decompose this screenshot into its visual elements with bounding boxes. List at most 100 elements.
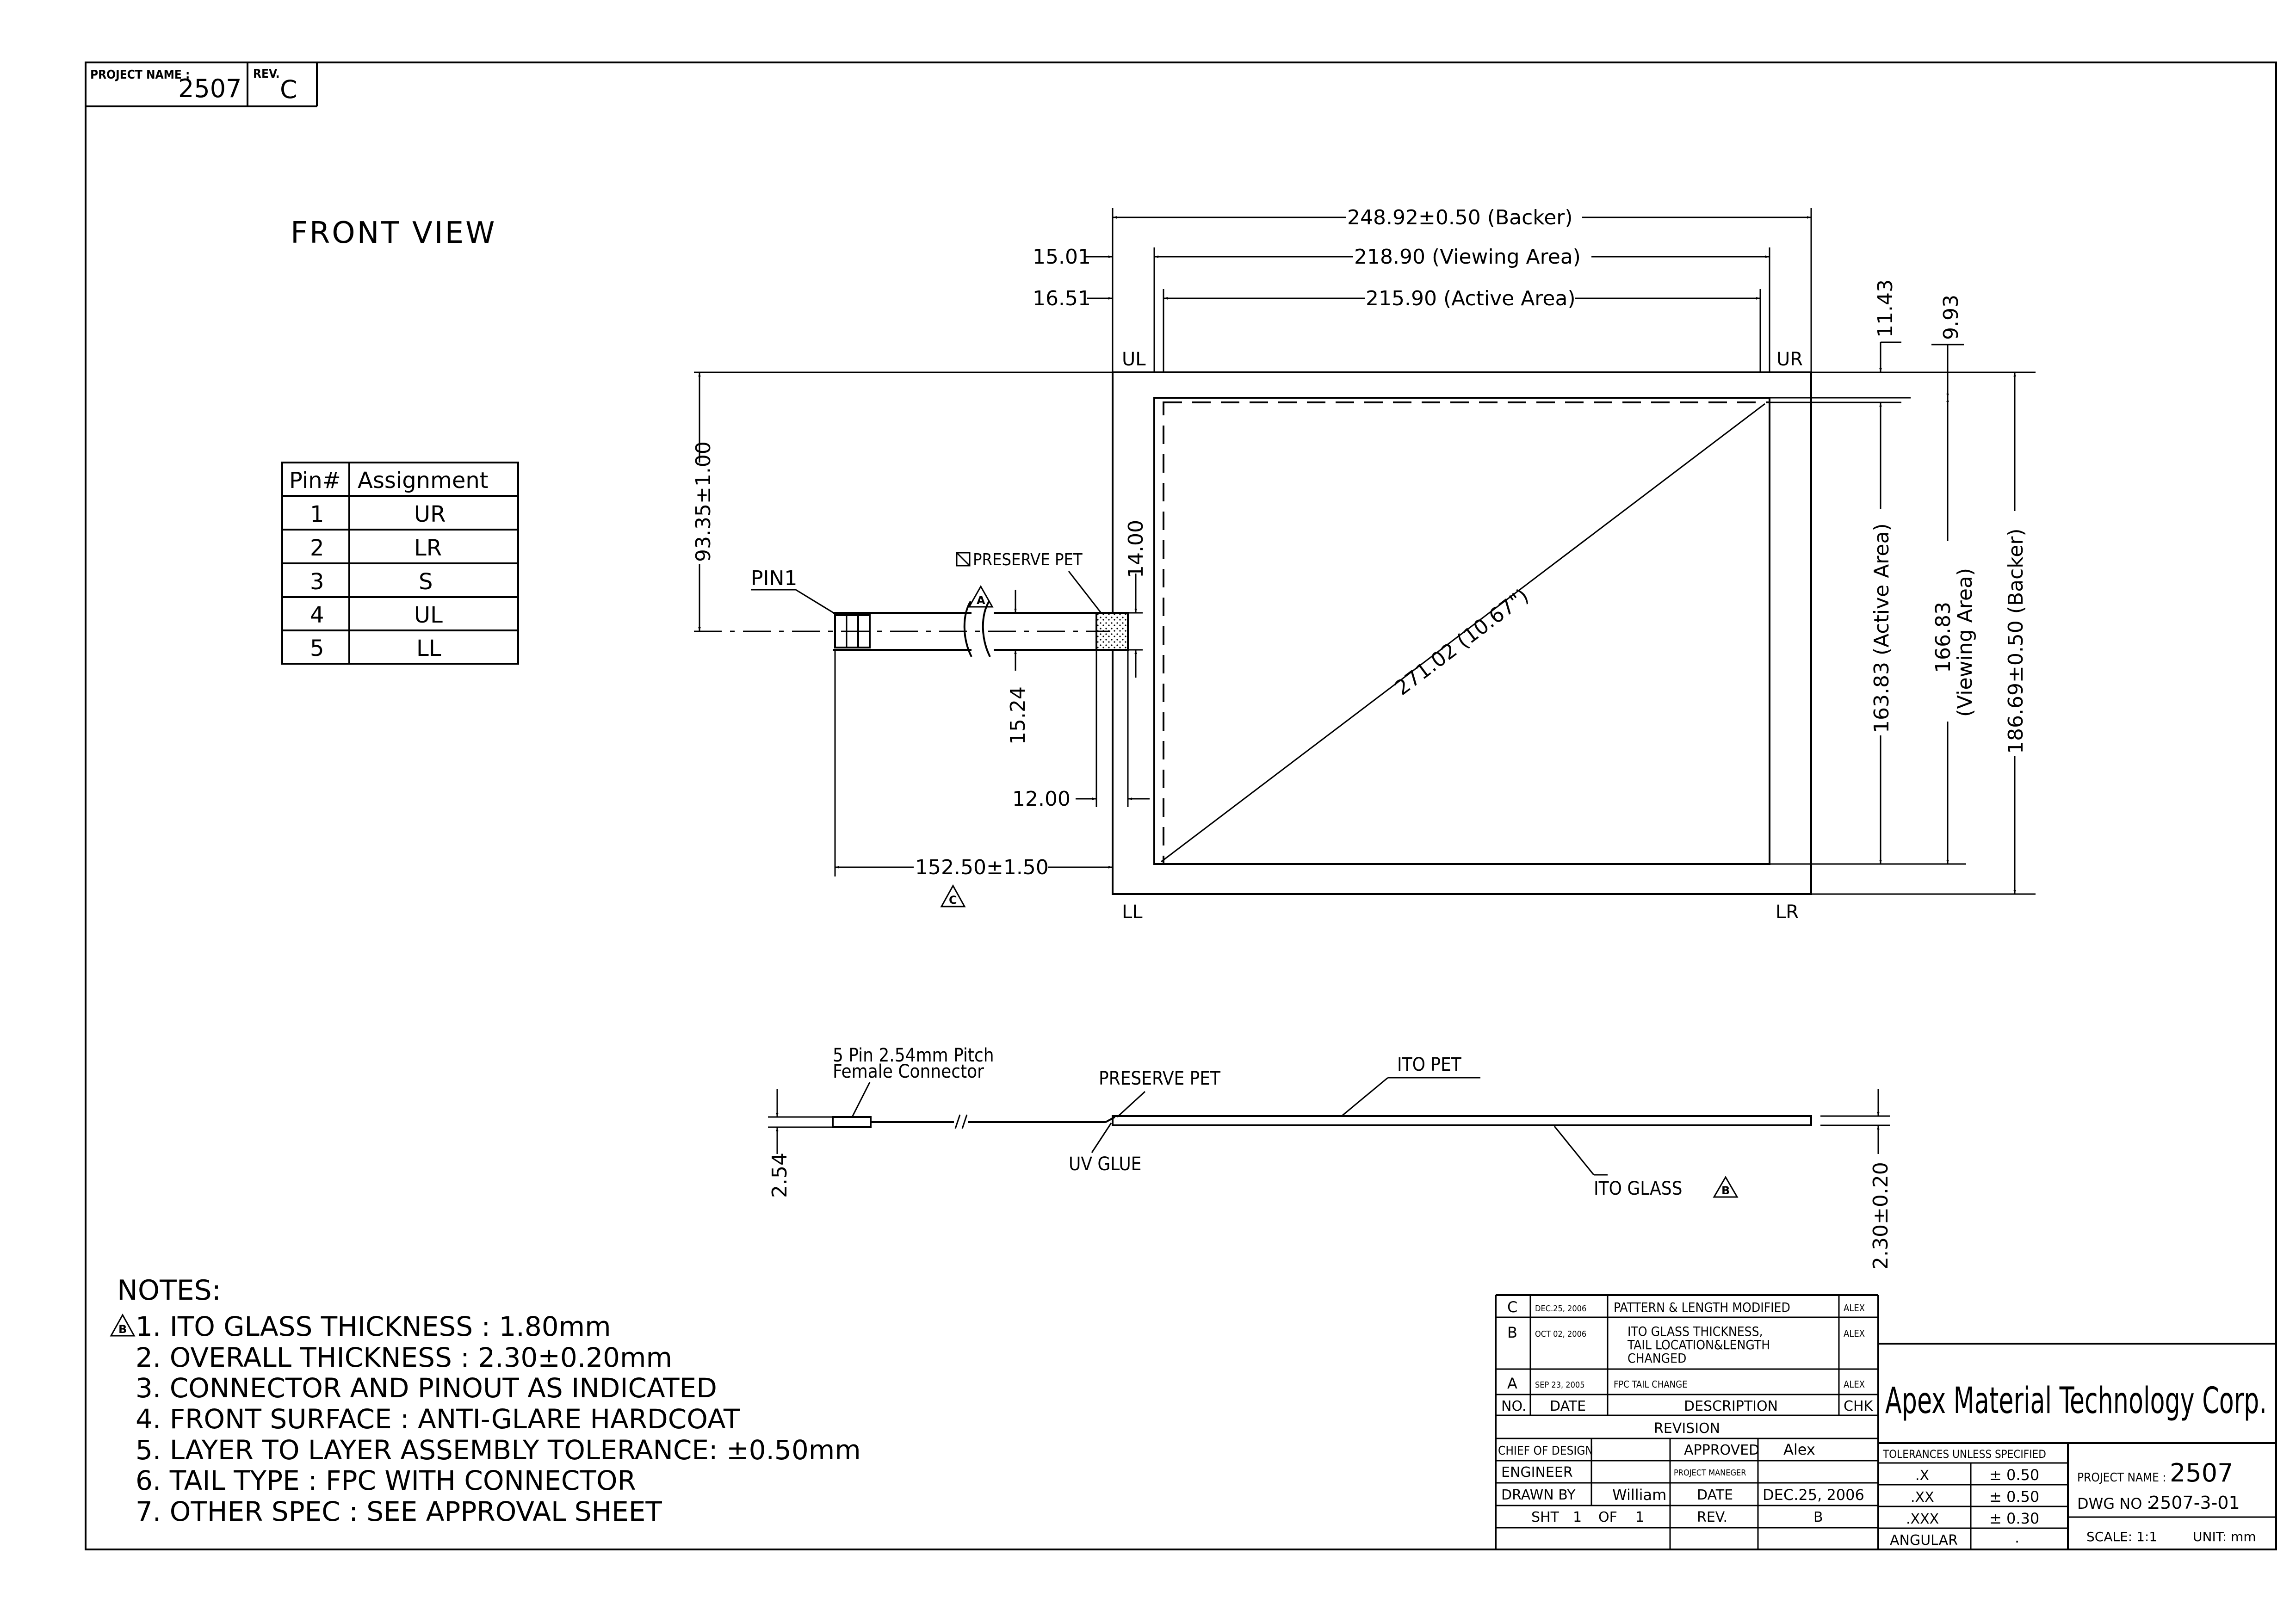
notes: NOTES: B 1. ITO GLASS THICKNESS : 1.80mm… — [110, 1274, 861, 1527]
note-item: 3. CONNECTOR AND PINOUT AS INDICATED — [136, 1372, 717, 1404]
note-item: 4. FRONT SURFACE : ANTI-GLARE HARDCOAT — [136, 1403, 740, 1435]
revision-chk: ALEX — [1844, 1302, 1865, 1314]
svg-text:B: B — [1721, 1184, 1730, 1197]
signoff-drawn-by: William — [1612, 1486, 1666, 1504]
pin-table-header-assignment: Assignment — [358, 468, 489, 494]
tolerance-block: TOLERANCES UNLESS SPECIFIED .X ± 0.50 .X… — [1878, 1443, 2069, 1549]
dim-diagonal: 271.02 (10.67") — [1391, 584, 1533, 700]
signoff-chief: CHIEF OF DESIGN — [1498, 1444, 1593, 1458]
title-block: PROJECT NAME : 2507 DWG NO : 2507-3-01 S… — [2068, 1458, 2276, 1544]
title-project-value: 2507 — [2170, 1458, 2233, 1487]
tolerance-key: .XXX — [1906, 1511, 1939, 1527]
revision-desc: FPC TAIL CHANGE — [1614, 1379, 1687, 1390]
tolerance-key: .X — [1915, 1468, 1929, 1484]
tolerance-value: ± 0.50 — [1989, 1466, 2039, 1484]
signoff-approved-by: Alex — [1783, 1441, 1815, 1458]
revision-triangle-b-side — [1713, 1176, 1739, 1198]
tolerance-key: ANGULAR — [1890, 1532, 1958, 1549]
revision-triangle-a — [968, 585, 994, 608]
revision-caption: REVISION — [1654, 1420, 1720, 1437]
signoff-date-label: DATE — [1697, 1487, 1733, 1503]
dim-15-01: 15.01 — [1033, 245, 1091, 269]
active-area — [1163, 401, 1770, 865]
note-item: 2. OVERALL THICKNESS : 2.30±0.20mm — [136, 1342, 672, 1373]
side-preserve-pet-label: PRESERVE PET — [1099, 1068, 1221, 1089]
title-project-label: PROJECT NAME : — [2077, 1471, 2166, 1485]
signoff-rev-label: REV. — [1697, 1509, 1727, 1525]
connector-label-line1: 5 Pin 2.54mm Pitch — [833, 1045, 994, 1066]
fpc-tail — [694, 600, 1129, 657]
revision-no: C — [1507, 1298, 1517, 1316]
revision-date: OCT 02, 2006 — [1535, 1329, 1586, 1339]
dim-93-35: 93.35±1.00 — [692, 441, 715, 562]
signoff-sht-no: 1 — [1573, 1509, 1582, 1525]
revision-header-desc: DESCRIPTION — [1684, 1398, 1778, 1414]
pin-table-cell: UL — [414, 602, 443, 628]
tolerance-value: ± 0.30 — [1989, 1510, 2039, 1527]
revision-header-chk: CHK — [1844, 1398, 1874, 1414]
connector-label-line2: Female Connector — [833, 1061, 984, 1082]
ito-glass-layer — [1112, 1115, 1812, 1126]
dim-9-93: 9.93 — [1939, 295, 1963, 340]
dim-backer-width: 248.92±0.50 (Backer) — [1347, 206, 1573, 229]
revision-triangle-c — [940, 884, 966, 907]
dim-backer-height: 186.69±0.50 (Backer) — [2004, 528, 2028, 754]
header-project-label: PROJECT NAME : — [90, 68, 190, 82]
pin-table-cell: LR — [414, 535, 442, 561]
title-scale: SCALE: 1:1 — [2086, 1529, 2157, 1544]
note-item: 7. OTHER SPEC : SEE APPROVAL SHEET — [136, 1496, 662, 1527]
pin-table-cell: 4 — [310, 602, 324, 628]
tolerance-value: ± 0.50 — [1989, 1488, 2039, 1506]
pin-table-cell: S — [419, 569, 433, 595]
side-view: 5 Pin 2.54mm Pitch Female Connector PRES… — [768, 1045, 1893, 1270]
signoff-sht-total: 1 — [1635, 1509, 1644, 1525]
pin-table-cell: 1 — [310, 501, 324, 527]
front-view-title: FRONT VIEW — [291, 216, 496, 250]
drawing-border — [85, 62, 2277, 1550]
ito-pet-label: ITO PET — [1397, 1054, 1462, 1075]
dim-14-00: 14.00 — [1124, 520, 1148, 578]
corner-label-ur: UR — [1776, 349, 1803, 370]
revision-date: SEP 23, 2005 — [1535, 1380, 1585, 1390]
company-block: Apex Material Technology Corp. — [1878, 1343, 2276, 1444]
svg-text:C: C — [949, 894, 957, 907]
signoff-approved-label: APPROVED — [1684, 1442, 1759, 1458]
tolerance-title: TOLERANCES UNLESS SPECIFIED — [1882, 1448, 2046, 1461]
dim-viewing-height-note: (Viewing Area) — [1953, 568, 1977, 717]
dim-2-54: 2.54 — [768, 1153, 792, 1198]
ito-glass-label: ITO GLASS — [1594, 1178, 1682, 1199]
revision-desc: PATTERN & LENGTH MODIFIED — [1614, 1300, 1790, 1315]
revision-no: B — [1507, 1324, 1517, 1341]
signoff-date: DEC.25, 2006 — [1763, 1486, 1864, 1504]
header-rev-label: REV. — [253, 67, 280, 81]
signoff-drawn-label: DRAWN BY — [1501, 1487, 1576, 1503]
tolerance-value: . — [2015, 1529, 2019, 1546]
uv-glue-label: UV GLUE — [1069, 1154, 1141, 1175]
header-rev-value: C — [280, 75, 297, 104]
revision-block: C DEC.25, 2006 PATTERN & LENGTH MODIFIED… — [1495, 1294, 1879, 1549]
title-dwg-value: 2507-3-01 — [2149, 1493, 2240, 1513]
signoff-pm: PROJECT MANEGER — [1674, 1468, 1746, 1478]
pin1-label: PIN1 — [751, 567, 797, 590]
dim-2-30: 2.30±0.20 — [1869, 1162, 1893, 1270]
header-project-value: 2507 — [178, 74, 241, 103]
revision-chk: ALEX — [1844, 1379, 1865, 1390]
dim-11-43: 11.43 — [1874, 279, 1897, 338]
signoff-rev: B — [1813, 1509, 1823, 1525]
corner-label-ll: LL — [1122, 901, 1143, 923]
pin-table-cell: 5 — [310, 636, 324, 661]
revision-desc: ITO GLASS THICKNESS, — [1628, 1324, 1763, 1339]
corner-label-ul: UL — [1122, 349, 1146, 370]
pin-table: Pin# Assignment 1 UR 2 LR 3 S 4 UL 5 LL — [281, 462, 519, 665]
revision-header-date: DATE — [1550, 1398, 1586, 1414]
front-view: UL UR LL LR 248.92±0.50 (Backer) 218.90 … — [692, 206, 2036, 923]
company-name: Apex Material Technology Corp. — [1885, 1380, 2267, 1422]
dim-viewing-width: 218.90 (Viewing Area) — [1354, 245, 1581, 269]
notes-title: NOTES: — [117, 1274, 221, 1307]
revision-triangle-b-notes — [110, 1313, 136, 1337]
dim-active-height: 163.83 (Active Area) — [1870, 523, 1894, 733]
note-item: 6. TAIL TYPE : FPC WITH CONNECTOR — [136, 1465, 636, 1496]
signoff-sht: SHT — [1531, 1509, 1560, 1525]
header-block: PROJECT NAME : 2507 REV. C — [86, 62, 318, 107]
